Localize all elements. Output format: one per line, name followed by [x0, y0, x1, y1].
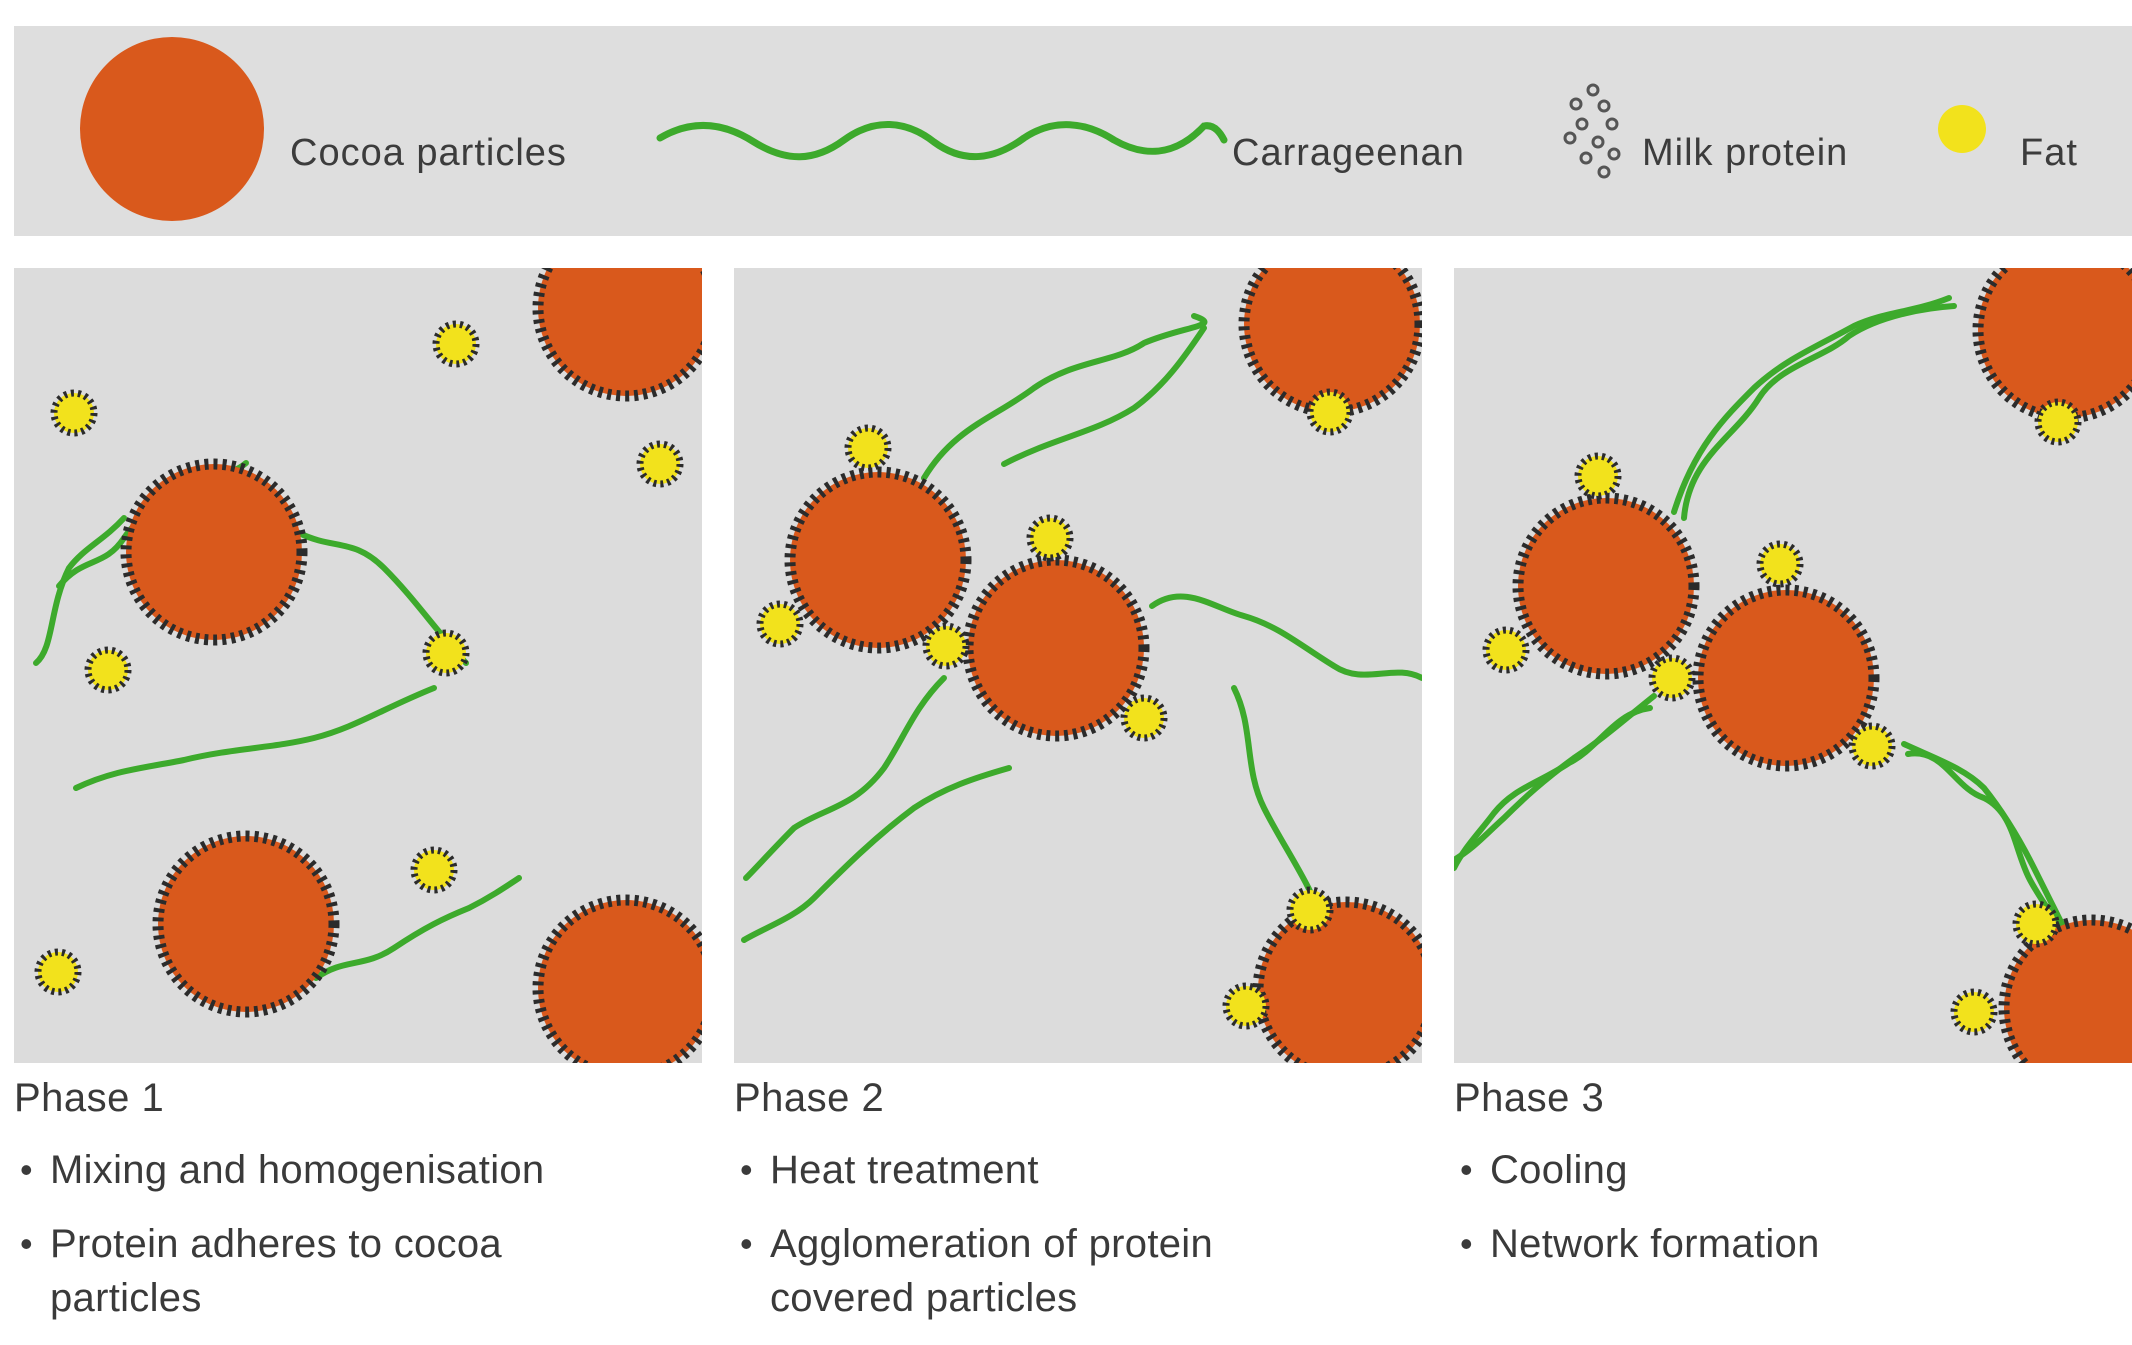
phase-1-bullets: Mixing and homogenisation Protein adhere… — [14, 1143, 714, 1325]
cocoa-particle — [158, 836, 334, 1012]
phase-2-caption: Phase 2 Heat treatment Agglomeration of … — [734, 1076, 1434, 1345]
fat-droplet — [54, 393, 94, 433]
phase-1-illustration — [14, 268, 702, 1063]
fat-droplet — [88, 650, 128, 690]
phase-3-illustration — [1454, 268, 2132, 1063]
phase-1-cocoa-particles — [126, 268, 702, 1063]
fat-droplet — [1652, 658, 1692, 698]
carrageenan-strand-icon — [660, 124, 1224, 156]
cocoa-particle — [968, 560, 1144, 736]
phase-2-illustration — [734, 268, 1422, 1063]
fat-droplet — [2038, 402, 2078, 442]
phase-1-bullet-2: Protein adheres to cocoa particles — [14, 1217, 610, 1325]
legend-label-milk-protein: Milk protein — [1642, 132, 1848, 175]
cocoa-particle — [1518, 498, 1694, 674]
phase-3-bullet-2: Network formation — [1454, 1217, 2132, 1271]
cocoa-particle-icon — [80, 37, 264, 221]
phase-1-title: Phase 1 — [14, 1076, 714, 1121]
fat-droplet — [1578, 456, 1618, 496]
phase-2-bullet-1: Heat treatment — [734, 1143, 1434, 1197]
fat-droplet — [1760, 544, 1800, 584]
phase-1-panel — [14, 268, 702, 1063]
cocoa-particle — [1244, 268, 1420, 412]
fat-droplet — [1310, 392, 1350, 432]
fat-droplet — [436, 324, 476, 364]
fat-droplet — [1486, 630, 1526, 670]
legend-bar: Cocoa particles Carrageenan Milk protein… — [14, 26, 2132, 236]
milk-protein-icon — [1565, 85, 1619, 177]
legend-label-carrageenan: Carrageenan — [1232, 132, 1465, 175]
fat-droplet — [640, 444, 680, 484]
phase-2-bullets: Heat treatment Agglomeration of protein … — [734, 1143, 1434, 1325]
fat-droplet — [1030, 518, 1070, 558]
cocoa-particle — [126, 464, 302, 640]
phase-3-bullets: Cooling Network formation — [1454, 1143, 2132, 1271]
cocoa-particle — [538, 900, 702, 1063]
cocoa-particle — [790, 472, 966, 648]
fat-droplet — [760, 604, 800, 644]
fat-droplet — [1852, 726, 1892, 766]
legend-label-cocoa: Cocoa particles — [290, 132, 567, 175]
fat-droplet — [1124, 698, 1164, 738]
cocoa-particle — [1698, 590, 1874, 766]
fat-droplet — [848, 428, 888, 468]
phase-1-caption: Phase 1 Mixing and homogenisation Protei… — [14, 1076, 714, 1345]
cocoa-particle — [1978, 268, 2132, 418]
fat-droplet — [1290, 890, 1330, 930]
phase-3-bullet-1: Cooling — [1454, 1143, 2132, 1197]
phase-2-panel — [734, 268, 1422, 1063]
phase-3-cocoa-particles — [1518, 268, 2132, 1063]
phase-3-panel — [1454, 268, 2132, 1063]
phase-1-bullet-1: Mixing and homogenisation — [14, 1143, 714, 1197]
cocoa-particle — [1258, 902, 1422, 1063]
legend-label-fat: Fat — [2020, 132, 2078, 175]
phase-3-title: Phase 3 — [1454, 1076, 2132, 1121]
fat-droplet — [1954, 992, 1994, 1032]
phase-2-title: Phase 2 — [734, 1076, 1434, 1121]
phase-2-cocoa-particles — [790, 268, 1422, 1063]
cocoa-particle — [538, 268, 702, 396]
fat-droplet-icon — [1938, 105, 1986, 153]
fat-droplet — [2016, 904, 2056, 944]
phase-2-bullet-2: Agglomeration of protein covered particl… — [734, 1217, 1290, 1325]
fat-droplet — [38, 952, 78, 992]
phase-1-fat-droplets — [38, 324, 680, 992]
fat-droplet — [926, 626, 966, 666]
fat-droplet — [414, 850, 454, 890]
fat-droplet — [1226, 986, 1266, 1026]
legend-graphics — [14, 26, 2132, 236]
phase-3-caption: Phase 3 Cooling Network formation — [1454, 1076, 2132, 1291]
fat-droplet — [426, 633, 466, 673]
